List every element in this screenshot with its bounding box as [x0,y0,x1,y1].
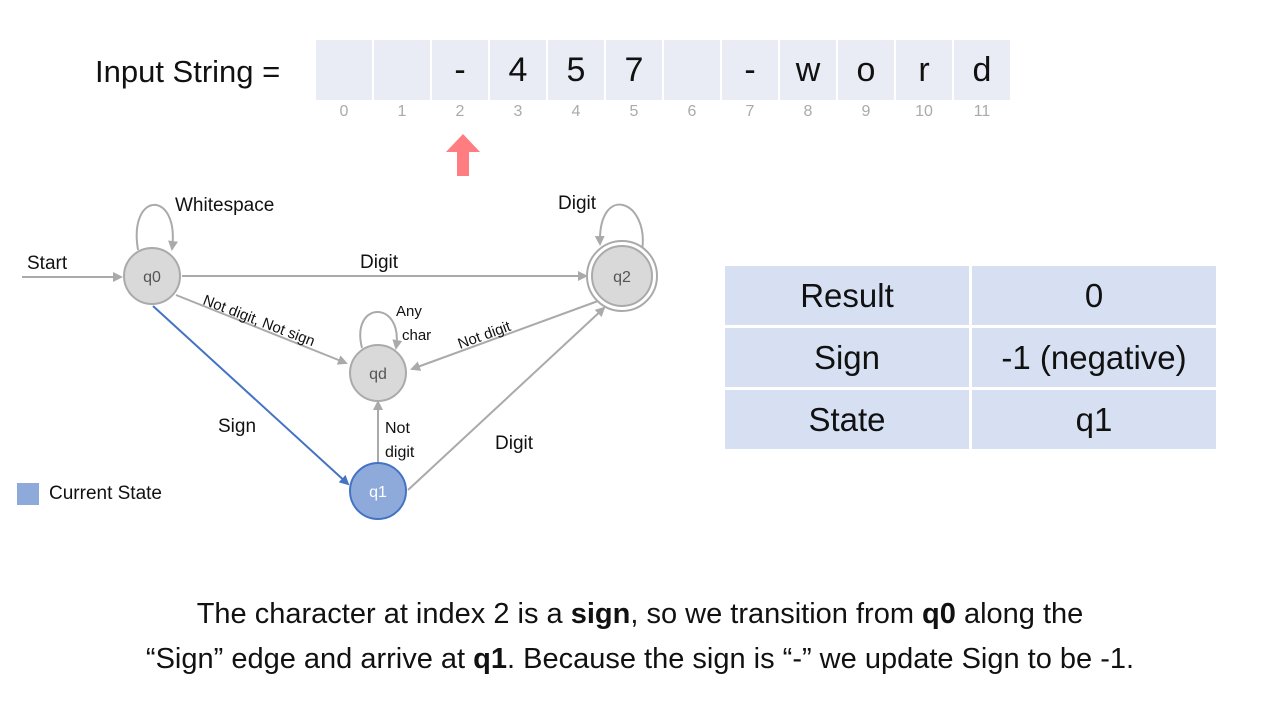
state-label: qd [369,366,387,383]
tape-index: 4 [571,103,581,120]
caption: The character at index 2 is a sign, so w… [0,592,1280,682]
caption-bold: q1 [473,643,507,675]
state-q0 [123,247,181,305]
caption-line-1: The character at index 2 is a sign, so w… [0,592,1280,637]
caption-line-2: “Sign” edge and arrive at q1. Because th… [0,637,1280,682]
edge-label: Digit [495,433,534,454]
pointer-arrow-icon [446,134,480,176]
caption-text: “Sign” edge and arrive at [145,643,474,675]
state-label: q1 [369,484,387,501]
input-string-label: Input String = [95,54,281,89]
edge-label: Not digit [456,318,514,353]
whitespace-loop-edge [135,203,179,251]
edge-label: Start [27,253,68,274]
state-table: Result 0 Sign -1 (negative) State q1 [725,266,1216,449]
edge-label: Not [385,420,410,437]
tape-cell: 4 [490,40,546,100]
tape-index: 10 [915,103,933,120]
edge-label: Any [396,303,422,320]
tape-cell [316,40,372,100]
state-qd [349,344,407,402]
tape-index: 8 [803,103,813,120]
input-tape: - 4 5 7 - w o r d [316,40,1012,100]
caption-text: , so we transition from [630,598,923,630]
current-state-swatch-icon [17,483,39,505]
state-q1-current [349,462,407,520]
not-digit-not-sign-edge [175,294,348,365]
tape-cell: 5 [548,40,604,100]
table-value: -1 (negative) [972,328,1216,387]
table-value: q1 [972,390,1216,449]
tape-indices: 0 1 2 3 4 5 6 7 8 9 10 11 [316,103,1012,121]
tape-index: 1 [397,103,407,120]
tape-index: 0 [339,103,349,120]
edge-label: digit [385,444,415,461]
caption-bold: q0 [922,598,956,630]
state-label: q2 [613,269,631,286]
caption-text: . Because the sign is “-” we update Sign… [507,643,1135,675]
tape-cell: w [780,40,836,100]
edge-label: Not digit, Not sign [201,292,318,350]
legend: Current State [17,483,162,505]
edge-label: Digit [558,193,597,214]
caption-bold: sign [570,598,631,630]
state-q2 [591,245,653,307]
caption-text: along the [955,598,1084,630]
any-char-loop-edge [359,311,403,350]
tape-cell [374,40,430,100]
digit-edge-q1-q2 [407,306,606,491]
tape-index: 6 [687,103,697,120]
tape-index: 5 [629,103,639,120]
tape-cell: - [432,40,488,100]
caption-text: The character at index 2 is a [196,598,571,630]
tape-cell [664,40,720,100]
tape-cell: o [838,40,894,100]
legend-label: Current State [49,483,162,504]
not-digit-edge-q2-qd [410,300,599,371]
tape-cell: d [954,40,1010,100]
edge-label: Sign [218,416,256,437]
table-key: Sign [725,328,969,387]
tape-index: 3 [513,103,523,120]
tape-index: 7 [745,103,755,120]
edge-label: Whitespace [175,195,274,216]
state-machine-diagram: q0 q2 qd q1 Start Whitespace Digit Digit… [22,193,658,520]
edge-label: char [402,327,431,344]
state-label: q0 [143,269,161,286]
tape-cell: 7 [606,40,662,100]
table-value: 0 [972,266,1216,325]
tape-index: 11 [973,103,991,120]
table-key: State [725,390,969,449]
sign-edge-active [152,305,350,486]
tape-index: 2 [455,103,465,120]
edge-label: Digit [360,252,399,273]
tape-cell: - [722,40,778,100]
tape-index: 9 [861,103,871,120]
table-key: Result [725,266,969,325]
digit-loop-edge-q2 [594,203,644,252]
tape-cell: r [896,40,952,100]
